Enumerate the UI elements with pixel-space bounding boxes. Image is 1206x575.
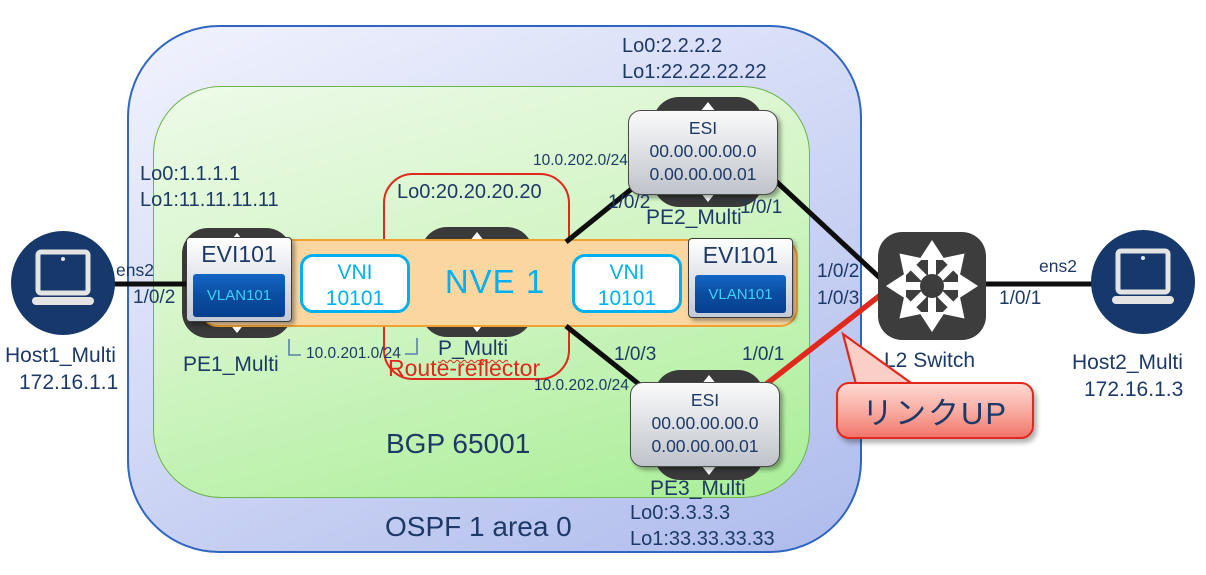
l2-switch-icon xyxy=(878,232,986,340)
subnet-bracket-right xyxy=(405,338,418,355)
pe1-name-label: PE1_Multi xyxy=(183,353,279,376)
pe2-lo0-label: Lo0:2.2.2.2 xyxy=(622,35,723,57)
pe3-esi-title: ESI xyxy=(690,390,720,410)
rr-lo0-label: Lo0:20.20.20.20 xyxy=(397,181,542,203)
l2-switch-name-label: L2 Switch xyxy=(884,349,976,372)
pe1-lo0-label: Lo0:1.1.1.1 xyxy=(140,163,241,185)
vni-right-title: VNI xyxy=(609,261,645,284)
esi-box-pe3: ESI 00.00.00.00.0 0.00.00.00.01 xyxy=(630,382,780,467)
vlan-right-label: VLAN101 xyxy=(708,285,773,303)
pe3-esi-line2: 0.00.00.00.01 xyxy=(651,435,759,456)
switch-port-host-label: 1/0/1 xyxy=(999,288,1042,309)
subnet-pe1-p-label: 10.0.201.0/24 xyxy=(306,345,401,362)
evi-pe1-label: EVI101 xyxy=(201,241,277,267)
pe2-esi-title: ESI xyxy=(688,118,718,138)
vni-right-value: 10101 xyxy=(597,286,657,310)
pe2-esi-line1: 00.00.00.00.0 xyxy=(649,140,757,161)
switch-port-pe2-label: 1/0/2 xyxy=(817,261,860,282)
pe1-host-port-label: 1/0/2 xyxy=(133,287,176,308)
pe3-lo1-label: Lo1:33.33.33.33 xyxy=(630,528,775,550)
pe2-port-left-label: 1/0/2 xyxy=(608,192,651,213)
link-pe2-switch xyxy=(763,169,896,293)
host1-nic-label: ens2 xyxy=(116,260,154,280)
esi-box-pe2: ESI 00.00.00.00.0 0.00.00.00.01 xyxy=(628,110,778,195)
pe2-esi-line2: 0.00.00.00.01 xyxy=(649,163,757,184)
route-reflector-label: Route-reflector xyxy=(388,355,541,381)
pe3-esi-line1: 00.00.00.00.0 xyxy=(651,412,759,433)
pe2-lo1-label: Lo1:22.22.22.22 xyxy=(622,61,767,83)
callout-tail xyxy=(841,331,922,390)
vlan-box-right: VLAN101 xyxy=(695,275,786,313)
host2-ip-label: 172.16.1.3 xyxy=(1084,378,1184,401)
p-router-name-label: P_Multi xyxy=(438,337,509,360)
pe3-port-right-label: 1/0/1 xyxy=(742,344,785,365)
switch-port-pe3-label: 1/0/3 xyxy=(817,288,860,309)
bgp-region-label: BGP 65001 xyxy=(386,428,531,459)
vlan-box-pe1: VLAN101 xyxy=(193,274,285,317)
host1-laptop-icon xyxy=(11,231,115,335)
link-p-pe3 xyxy=(564,324,652,395)
link-up-callout: リンクUP xyxy=(836,382,1034,439)
subnet-p-pe3-label: 10.0.202.0/24 xyxy=(534,377,629,394)
host1-ip-label: 172.16.1.1 xyxy=(19,371,119,394)
subnet-p-pe2-label: 10.0.202.0/24 xyxy=(533,152,628,169)
pe3-lo0-label: Lo0:3.3.3.3 xyxy=(630,502,731,524)
evi-box-right: EVI101 VLAN101 xyxy=(688,238,793,318)
link-pe3-switch-up xyxy=(749,283,894,399)
host1-name-label: Host1_Multi xyxy=(5,344,116,367)
pe3-name-label: PE3_Multi xyxy=(650,477,746,500)
vni-left-value: 10101 xyxy=(325,286,385,310)
host2-nic-label: ens2 xyxy=(1039,256,1077,276)
link-up-callout-text: リンクUP xyxy=(861,396,1009,431)
evi-box-pe1: EVI101 VLAN101 xyxy=(186,237,292,322)
pe2-name-label: PE2_Multi xyxy=(646,206,742,229)
vlan-pe1-label: VLAN101 xyxy=(206,287,272,304)
nve-label: NVE 1 xyxy=(444,263,546,300)
host2-laptop-icon xyxy=(1091,230,1195,334)
subnet-bracket-left xyxy=(288,339,301,356)
vni-left-title: VNI xyxy=(337,261,373,284)
host2-name-label: Host2_Multi xyxy=(1072,351,1183,374)
pe1-lo1-label: Lo1:11.11.11.11 xyxy=(140,189,279,211)
pe3-port-left-label: 1/0/3 xyxy=(614,344,657,365)
vni-box-right: VNI 10101 xyxy=(572,254,682,313)
ospf-region-label: OSPF 1 area 0 xyxy=(385,511,572,542)
pe2-port-right-label: 1/0/1 xyxy=(740,197,783,218)
vni-box-left: VNI 10101 xyxy=(300,254,410,313)
evi-right-label: EVI101 xyxy=(702,242,779,268)
